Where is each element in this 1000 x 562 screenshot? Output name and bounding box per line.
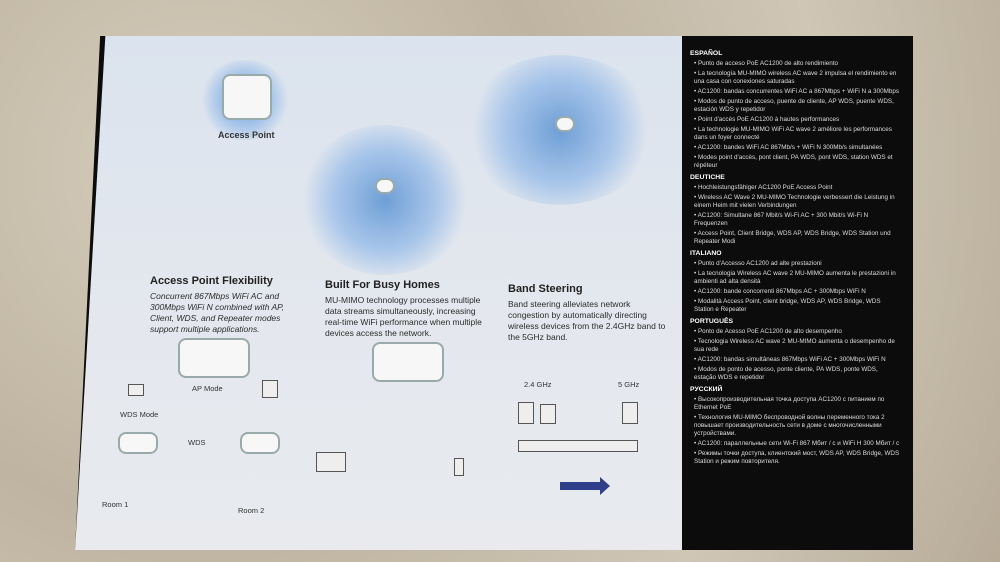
- feature-body: MU-MIMO technology processes multiple da…: [325, 295, 482, 338]
- lang-item: Punto de acceso PoE AC1200 de alto rendi…: [694, 60, 900, 68]
- ap-mode-label: AP Mode: [192, 384, 223, 393]
- tablet-icon: [622, 402, 638, 424]
- tablet-icon: [518, 402, 534, 424]
- access-point-image: [222, 74, 272, 120]
- lang-item: Modes point d'accès, pont client, PA WDS…: [694, 154, 900, 170]
- router-image: [118, 432, 158, 454]
- lang-item: Высокопроизводительная точка доступа AC1…: [694, 396, 900, 412]
- phone-icon: [454, 458, 464, 476]
- room1-label: Room 1: [102, 500, 129, 509]
- room2-label: Room 2: [238, 506, 265, 515]
- lang-item: AC1200: bandas concurrentes WiFi AC a 86…: [694, 88, 900, 96]
- lang-heading: РУССКИЙ: [690, 386, 723, 393]
- router-image: [178, 338, 250, 378]
- wds-mode-label: WDS Mode: [120, 410, 159, 419]
- lang-item: Режимы точки доступа, клиентский мост, W…: [694, 450, 900, 466]
- lang-item: AC1200: параллельные сети Wi-Fi 867 Мбит…: [694, 440, 900, 448]
- lang-item: Point d'accès PoE AC1200 à hautes perfor…: [694, 116, 900, 124]
- feature-title: Access Point Flexibility: [150, 275, 273, 287]
- feature-title: Built For Busy Homes: [325, 279, 440, 291]
- multilingual-feature-list: ESPAÑOL Punto de acceso PoE AC1200 de al…: [690, 46, 900, 468]
- lang-item: Tecnologia Wireless AC wave 2 MU-MIMO au…: [694, 338, 900, 354]
- lang-item: La tecnologia Wireless AC wave 2 MU-MIMO…: [694, 270, 900, 286]
- lang-item: Modalità Access Point, client bridge, WD…: [694, 298, 900, 314]
- access-point-image: [555, 116, 575, 132]
- lang-item: Punto d'Accesso AC1200 ad alte prestazio…: [694, 260, 900, 268]
- access-point-image: [375, 178, 395, 194]
- laptop-icon: [316, 452, 346, 472]
- phone-icon: [540, 404, 556, 424]
- feature-band-steering: Band Steering Band steering alleviates n…: [508, 284, 668, 343]
- lang-item: La tecnología MU-MIMO wireless AC wave 2…: [694, 70, 900, 86]
- lang-item: Access Point, Client Bridge, WDS AP, WDS…: [694, 230, 900, 246]
- feature-body: Concurrent 867Mbps WiFi AC and 300Mbps W…: [150, 291, 285, 334]
- lang-item: Технология MU-MIMO беспроводной волны пе…: [694, 414, 900, 438]
- device-row-icon: [518, 440, 638, 452]
- lang-item: La technologie MU-MIMO WiFi AC wave 2 am…: [694, 126, 900, 142]
- lang-item: AC1200: bandes WiFi AC 867Mb/s + WiFi N …: [694, 144, 900, 152]
- band-5-label: 5 GHz: [618, 380, 640, 389]
- wds-label: WDS: [188, 438, 206, 447]
- lang-heading: PORTUGUÊS: [690, 318, 734, 325]
- feature-ap-flexibility: Access Point Flexibility Concurrent 867M…: [150, 276, 300, 335]
- lang-item: Wireless AC Wave 2 MU-MIMO Technologie v…: [694, 194, 900, 210]
- feature-body: Band steering alleviates network congest…: [508, 299, 666, 342]
- feature-title: Band Steering: [508, 283, 583, 295]
- lang-item: Hochleistungsfähiger AC1200 PoE Access P…: [694, 184, 900, 192]
- feature-busy-homes: Built For Busy Homes MU-MIMO technology …: [325, 280, 485, 339]
- lang-item: AC1200: bande concorrenti 867Mbps AC + 3…: [694, 288, 900, 296]
- router-image: [240, 432, 280, 454]
- coverage-glow: [300, 125, 470, 275]
- lang-item: AC1200: Simultane 867 Mbit/s Wi-Fi AC + …: [694, 212, 900, 228]
- lang-item: Ponto de Acesso PoE AC1200 de alto desem…: [694, 328, 900, 336]
- access-point-label: Access Point: [218, 130, 275, 140]
- desktop-icon: [262, 380, 278, 398]
- lang-item: Modos de ponto de acesso, ponte cliente,…: [694, 366, 900, 382]
- router-image: [372, 342, 444, 382]
- laptop-icon: [128, 384, 144, 396]
- lang-item: AC1200: bandas simultâneas 867Mbps WiFi …: [694, 356, 900, 364]
- arrow-right-icon: [560, 477, 610, 495]
- lang-heading: ESPAÑOL: [690, 50, 723, 57]
- lang-item: Modos de punto de acceso, puente de clie…: [694, 98, 900, 114]
- lang-heading: ITALIANO: [690, 250, 722, 257]
- band-24-label: 2.4 GHz: [524, 380, 552, 389]
- lang-heading: DEUTICHE: [690, 174, 725, 181]
